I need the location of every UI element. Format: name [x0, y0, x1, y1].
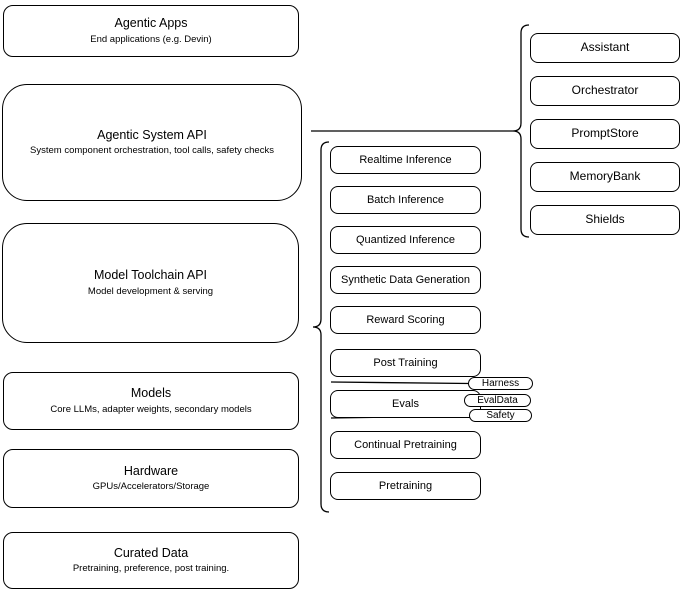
- layer-subtitle: Core LLMs, adapter weights, secondary mo…: [50, 403, 252, 415]
- layer-box-agentic-system-api: Agentic System API System component orche…: [2, 84, 302, 201]
- layer-subtitle: GPUs/Accelerators/Storage: [92, 481, 210, 493]
- layer-title: Curated Data: [113, 545, 189, 560]
- service-box-synthetic-data-generation: Synthetic Data Generation: [330, 266, 481, 294]
- layer-title: Agentic Apps: [114, 16, 188, 31]
- eval-tag-evaldata: EvalData: [464, 394, 531, 407]
- layer-subtitle: System component orchestration, tool cal…: [30, 145, 274, 157]
- service-box-realtime-inference: Realtime Inference: [330, 146, 481, 174]
- service-box-continual-pretraining: Continual Pretraining: [330, 431, 481, 459]
- eval-tag-safety: Safety: [469, 409, 532, 422]
- layer-box-model-toolchain-api: Model Toolchain API Model development & s…: [2, 223, 299, 343]
- layer-subtitle: End applications (e.g. Devin): [90, 33, 212, 45]
- service-box-evals: Evals: [330, 390, 481, 418]
- layer-title: Agentic System API: [97, 127, 207, 142]
- layer-title: Models: [130, 386, 172, 401]
- layer-subtitle: Pretraining, preference, post training.: [72, 563, 230, 575]
- eval-tag-harness: Harness: [468, 377, 533, 390]
- harness-connector-line: [330, 381, 471, 385]
- layer-title: Model Toolchain API: [93, 268, 208, 283]
- component-box-memorybank: MemoryBank: [530, 162, 680, 192]
- component-box-promptstore: PromptStore: [530, 119, 680, 149]
- toolchain-brace: [312, 141, 330, 513]
- layer-title: Hardware: [123, 463, 179, 478]
- service-box-post-training: Post Training: [330, 349, 481, 377]
- service-box-reward-scoring: Reward Scoring: [330, 306, 481, 334]
- component-box-orchestrator: Orchestrator: [530, 76, 680, 106]
- service-box-pretraining: Pretraining: [330, 472, 481, 500]
- component-box-shields: Shields: [530, 205, 680, 235]
- service-box-quantized-inference: Quantized Inference: [330, 226, 481, 254]
- service-box-batch-inference: Batch Inference: [330, 186, 481, 214]
- components-brace: [512, 24, 530, 238]
- component-box-assistant: Assistant: [530, 33, 680, 63]
- layer-subtitle: Model development & serving: [87, 285, 214, 297]
